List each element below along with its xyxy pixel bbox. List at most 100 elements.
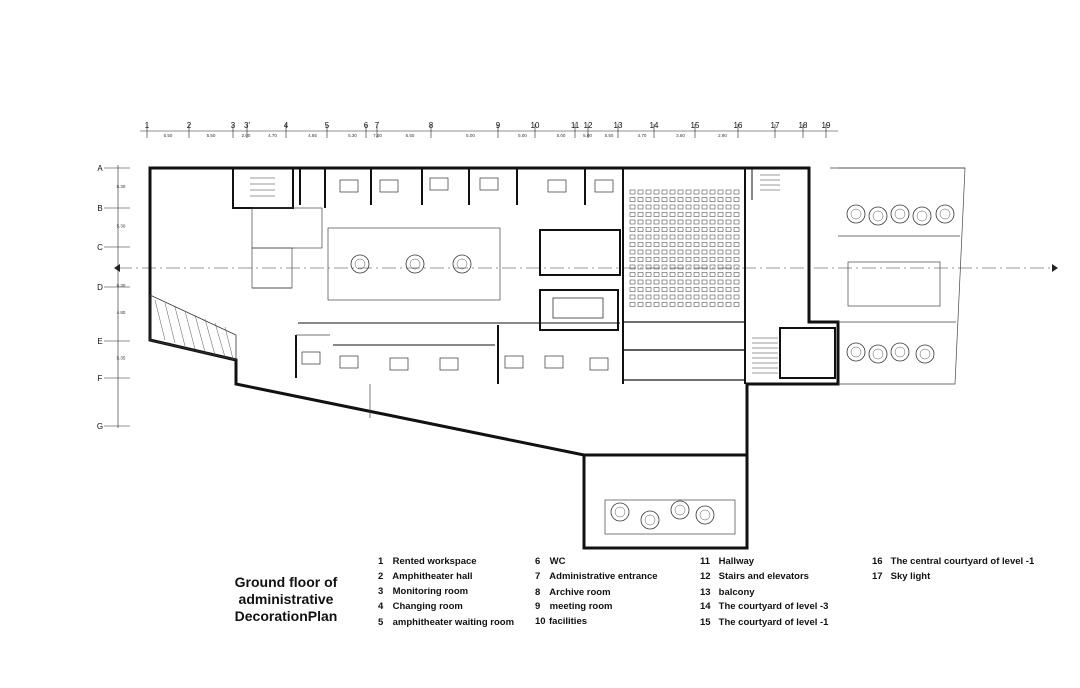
legend-item: 8 Archive room (535, 587, 611, 598)
seat (669, 204, 676, 210)
seat (661, 212, 668, 217)
seat (653, 294, 660, 300)
seat (733, 279, 740, 285)
seat (717, 212, 724, 217)
row-label: A (97, 164, 103, 173)
seat (677, 242, 684, 247)
seat (701, 249, 708, 255)
tree (846, 204, 866, 224)
tree (868, 344, 888, 364)
seat (645, 227, 652, 232)
seat (717, 227, 724, 232)
seat (717, 204, 724, 210)
seat (645, 257, 652, 262)
seat (685, 242, 692, 247)
seat (717, 302, 724, 307)
desk (301, 351, 321, 365)
legend-item: 9 meeting room (535, 601, 613, 612)
seat (637, 249, 644, 255)
seat (677, 287, 684, 292)
seat (653, 249, 660, 255)
seat (677, 197, 684, 202)
seat (637, 227, 644, 232)
seat (661, 272, 668, 277)
seat (661, 204, 668, 210)
plan-title-line-1: Ground floor of (234, 574, 338, 590)
seat (661, 234, 668, 240)
column-dimension: 4.70 (638, 133, 647, 138)
amphitheater-seating (629, 189, 740, 307)
seat (637, 234, 644, 240)
tree (670, 500, 690, 520)
desk (547, 179, 567, 193)
row-dimension: 4.80 (117, 310, 126, 315)
seat (661, 219, 668, 225)
seat (725, 294, 732, 300)
plan-title: Ground floor of administrative Decoratio… (226, 574, 346, 625)
seat (661, 189, 668, 195)
seat (685, 272, 692, 277)
column-dimension: 5.00 (518, 133, 527, 138)
row-label: G (97, 422, 103, 431)
seat (693, 249, 700, 255)
inner-walls (150, 167, 836, 384)
desk (594, 179, 614, 193)
seat (629, 189, 636, 195)
row-label: C (97, 243, 103, 252)
column-dimension: 7.50 (373, 133, 382, 138)
tree-canopy (919, 348, 931, 360)
seat (709, 204, 716, 210)
tree (935, 204, 955, 224)
seat (725, 279, 732, 285)
seat (669, 189, 676, 195)
desk (379, 179, 399, 193)
column-dimension: 2.00 (242, 133, 251, 138)
seat (653, 197, 660, 202)
seat (717, 249, 724, 255)
seat (629, 212, 636, 217)
legend-item: 11 Hallway (700, 556, 755, 567)
column-dimension: 5.50 (207, 133, 216, 138)
seat (701, 294, 708, 300)
column-dimension: 5.00 (466, 133, 475, 138)
seat (717, 287, 724, 292)
seat (653, 212, 660, 217)
seat (637, 294, 644, 300)
seat (725, 227, 732, 232)
tree (640, 510, 660, 530)
legend-item: 15 The courtyard of level -1 (700, 617, 829, 628)
seat (717, 279, 724, 285)
seat (669, 302, 676, 307)
column-dimension: 4.70 (268, 133, 277, 138)
tree-canopy (614, 506, 626, 518)
seat (629, 272, 636, 277)
tree-canopy (894, 346, 906, 358)
seat (709, 302, 716, 307)
seat (701, 264, 708, 270)
seat (669, 234, 676, 240)
tree-canopy (850, 208, 862, 220)
legend-item: 4 Changing room (378, 601, 463, 612)
row-dimension: 5.30 (117, 184, 126, 189)
seat (685, 234, 692, 240)
seat (645, 204, 652, 210)
courtyard-trees (350, 204, 955, 530)
seat (669, 257, 676, 262)
seat (693, 227, 700, 232)
seat (677, 204, 684, 210)
seat (717, 264, 724, 270)
seat (693, 294, 700, 300)
seat (645, 189, 652, 195)
tree (890, 342, 910, 362)
row-dimension: 5.35 (117, 356, 126, 361)
seat (693, 212, 700, 217)
tree-canopy (644, 514, 656, 526)
seat (725, 189, 732, 195)
legend-item: 1 Rented workspace (378, 556, 477, 567)
seat (693, 197, 700, 202)
seat (725, 249, 732, 255)
seat (717, 234, 724, 240)
seat (653, 279, 660, 285)
seat (669, 287, 676, 292)
